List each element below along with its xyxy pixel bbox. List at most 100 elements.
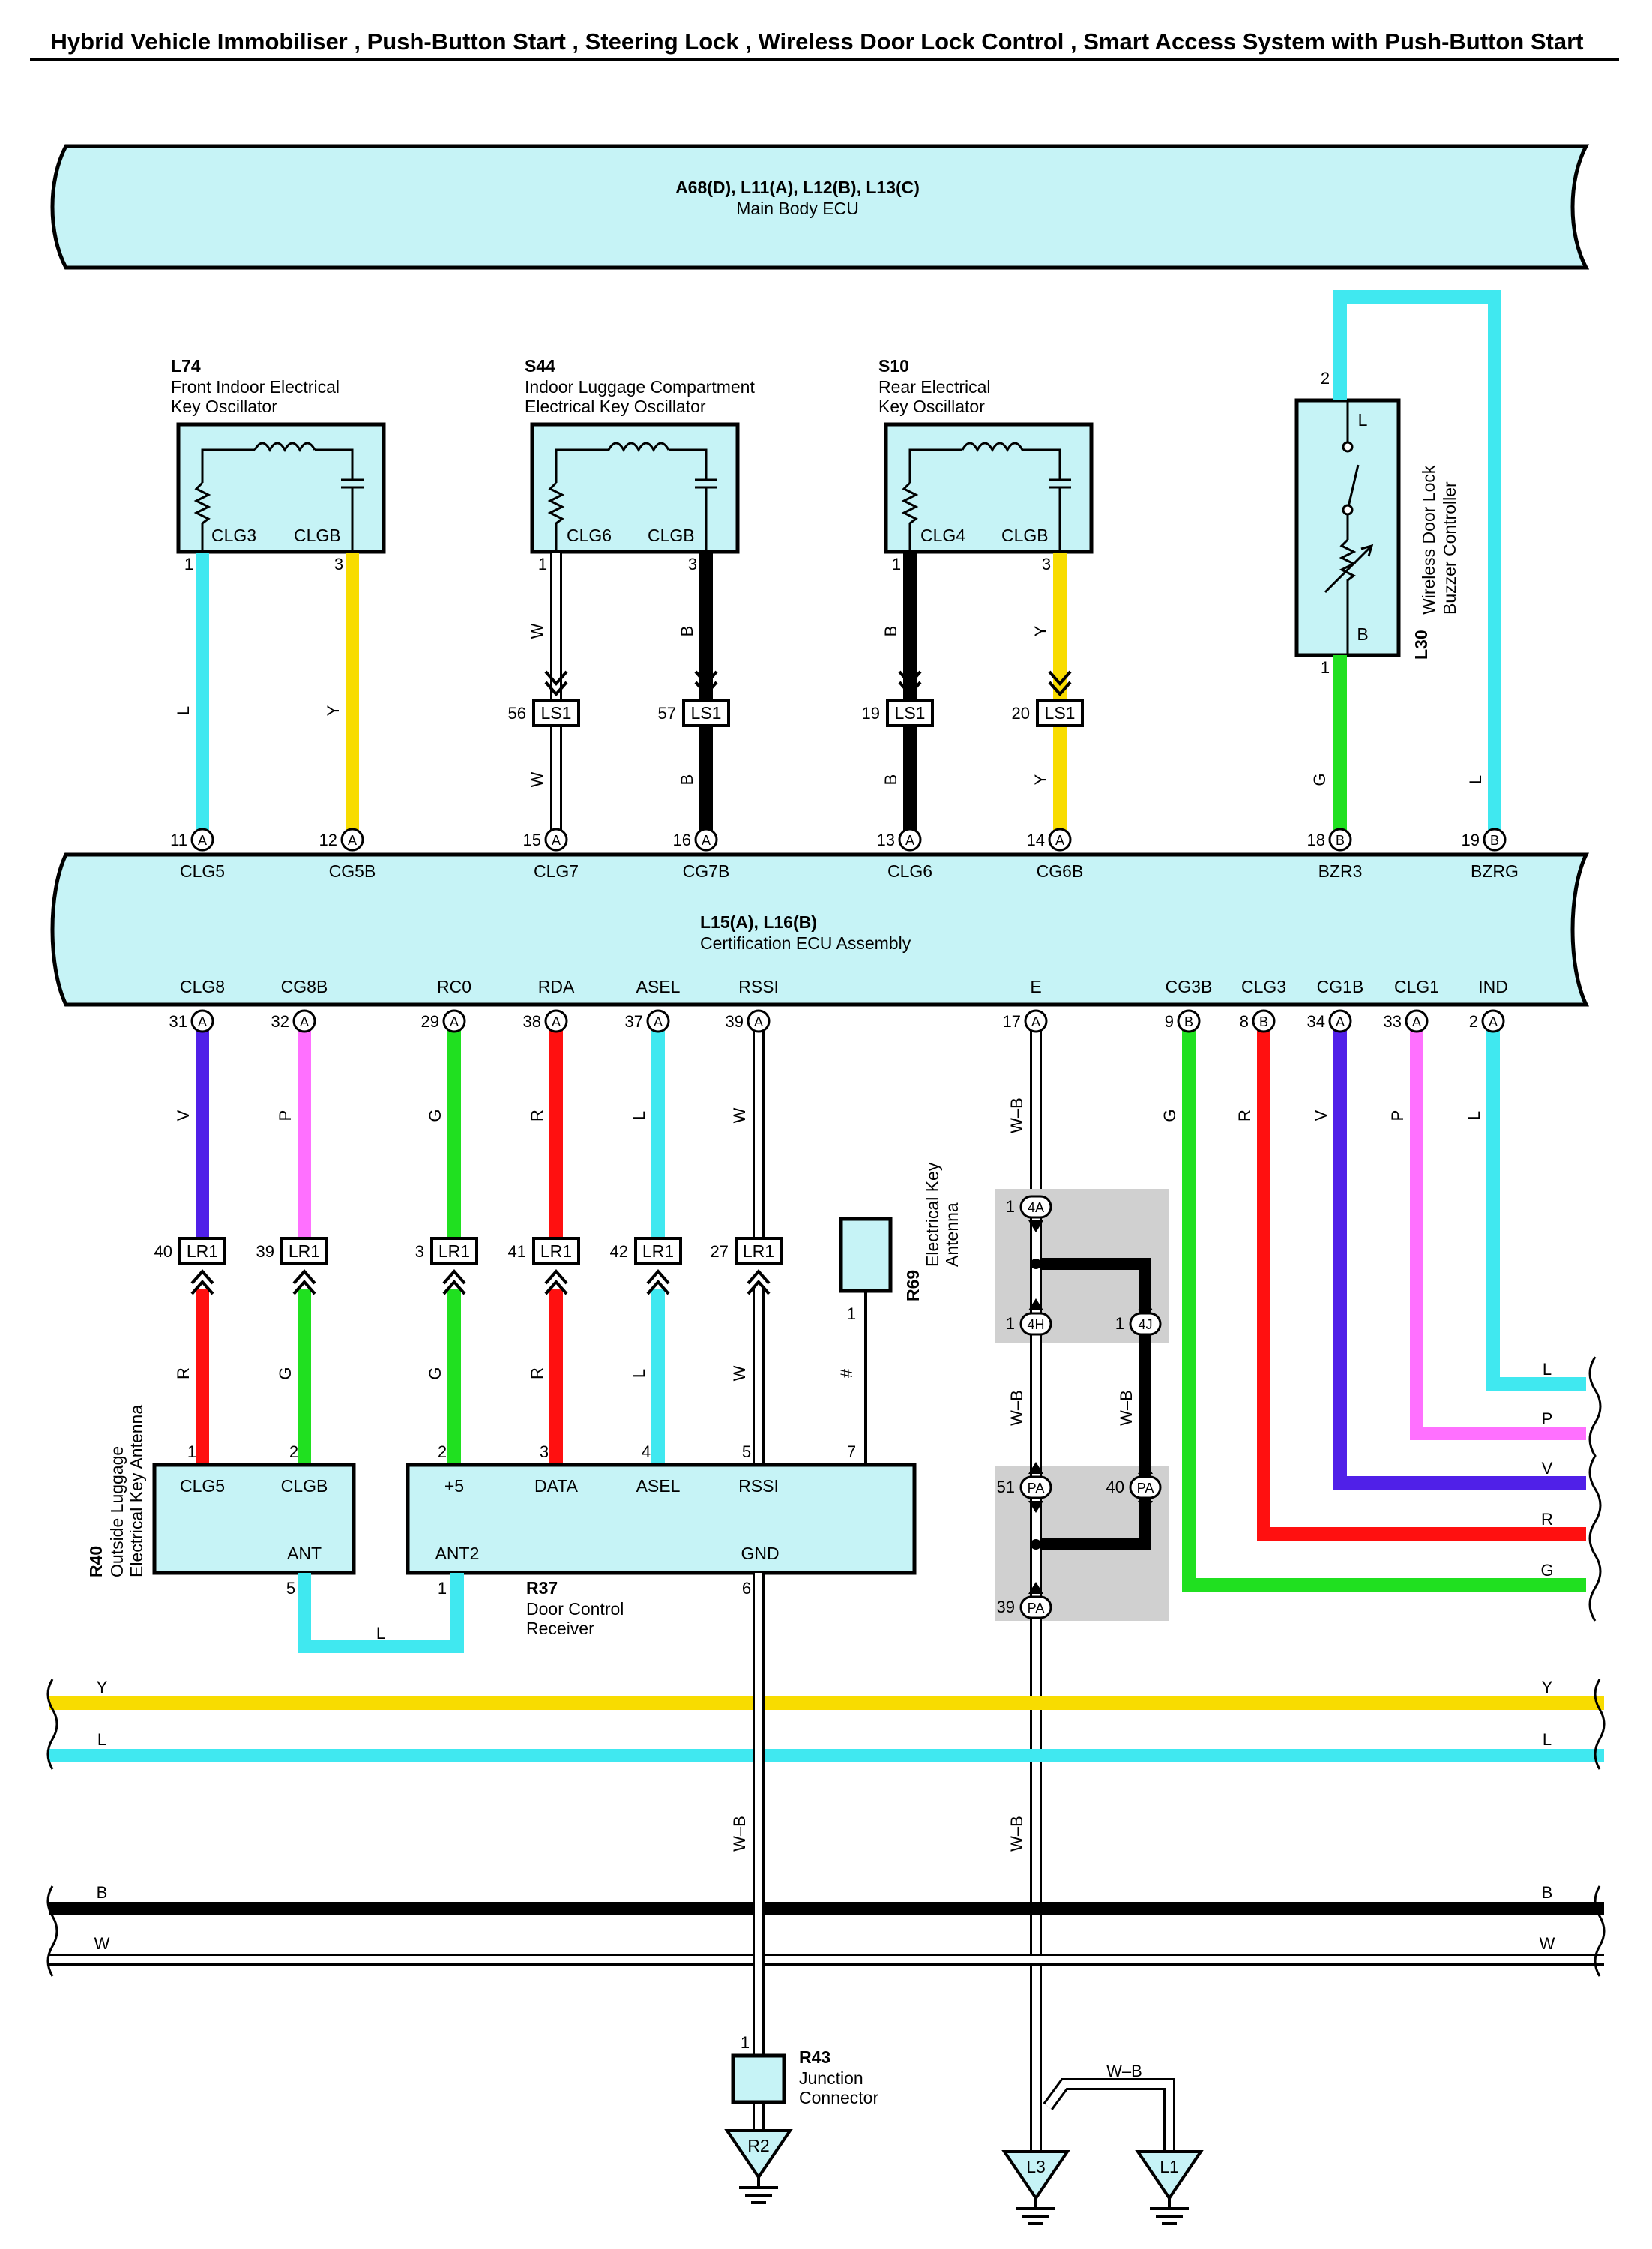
svg-text:4: 4 (642, 1442, 651, 1461)
top-wire-labels: 1 3 1 3 1 3 1 2 L Y W W B B B B Y Y G L … (174, 369, 1485, 787)
svg-text:LR1: LR1 (187, 1241, 218, 1261)
svg-text:5: 5 (286, 1579, 295, 1598)
svg-text:CLG5: CLG5 (180, 1476, 225, 1496)
svg-text:1: 1 (741, 2033, 750, 2052)
svg-text:V: V (1542, 1459, 1553, 1478)
svg-text:Y: Y (1031, 774, 1050, 785)
bus-wires: Y Y L L B B W W (46, 1678, 1606, 1977)
svg-text:14: 14 (1027, 831, 1045, 849)
svg-text:57: 57 (658, 704, 676, 723)
svg-text:38: 38 (523, 1012, 541, 1031)
svg-text:42: 42 (610, 1242, 628, 1261)
svg-text:15: 15 (523, 831, 541, 849)
svg-text:W–B: W–B (1007, 1390, 1026, 1426)
oscillator-internals (193, 442, 1073, 553)
svg-text:2: 2 (289, 1442, 298, 1461)
svg-text:L: L (1465, 1111, 1483, 1120)
svg-text:Junction: Junction (799, 2068, 863, 2088)
svg-text:G: G (1310, 773, 1329, 786)
svg-text:R37: R37 (526, 1578, 558, 1598)
svg-text:G: G (426, 1367, 444, 1379)
svg-text:CLG6: CLG6 (567, 526, 612, 545)
svg-text:B: B (678, 626, 696, 637)
main-body-ecu (50, 144, 1590, 270)
svg-text:6: 6 (742, 1579, 751, 1598)
top-wires (196, 290, 1501, 834)
svg-text:A: A (754, 1014, 763, 1029)
svg-text:32: 32 (271, 1012, 289, 1031)
svg-text:R: R (528, 1367, 546, 1379)
svg-text:B: B (1542, 1883, 1553, 1902)
svg-text:L74: L74 (171, 356, 201, 376)
svg-text:CLG3: CLG3 (1241, 977, 1286, 996)
svg-text:G: G (1540, 1561, 1553, 1580)
svg-text:4A: 4A (1028, 1200, 1044, 1215)
svg-text:L: L (1466, 775, 1485, 784)
svg-text:CLG6: CLG6 (887, 861, 932, 881)
svg-text:A: A (552, 1014, 561, 1029)
svg-text:L: L (630, 1369, 648, 1378)
svg-text:51: 51 (997, 1478, 1015, 1496)
cert-ecu-bottom-terms: CLG8 CG8B RC0 RDA ASEL RSSI E CG3B CLG3 … (180, 977, 1508, 996)
svg-text:B: B (881, 626, 900, 637)
svg-text:B: B (678, 774, 696, 786)
svg-text:RSSI: RSSI (738, 1476, 779, 1496)
right-side-wire-ends: L P V R G (1540, 1356, 1602, 1622)
main-body-ecu-code: A68(D), L11(A), L12(B), L13(C) (675, 178, 920, 197)
svg-text:1: 1 (1321, 658, 1330, 677)
svg-text:B: B (1336, 833, 1345, 848)
svg-text:11: 11 (170, 831, 187, 849)
svg-text:Antenna: Antenna (942, 1202, 962, 1267)
svg-text:Key Oscillator: Key Oscillator (878, 397, 985, 416)
svg-text:L: L (1358, 410, 1368, 430)
svg-text:Y: Y (1542, 1678, 1553, 1696)
svg-text:R43: R43 (799, 2047, 830, 2067)
svg-text:G: G (276, 1367, 295, 1379)
svg-text:W–B: W–B (1007, 1098, 1026, 1133)
svg-text:3: 3 (415, 1242, 424, 1261)
svg-text:1: 1 (1115, 1314, 1124, 1333)
svg-text:31: 31 (169, 1012, 187, 1031)
svg-text:ASEL: ASEL (636, 1476, 681, 1496)
svg-text:1: 1 (847, 1304, 856, 1323)
svg-text:A: A (198, 1014, 207, 1029)
svg-text:B: B (1259, 1014, 1268, 1029)
svg-text:W: W (94, 1934, 110, 1953)
svg-text:B: B (1490, 833, 1499, 848)
svg-text:R2: R2 (747, 2136, 769, 2155)
svg-text:E: E (1030, 977, 1041, 996)
svg-text:B: B (1184, 1014, 1193, 1029)
svg-text:1: 1 (187, 1442, 196, 1461)
door-control-receiver-r37: 2 3 4 5 7 +5 DATA ASEL RSSI ANT2 GND 1 6… (406, 1442, 917, 1638)
svg-text:CLGB: CLGB (281, 1476, 328, 1496)
svg-text:V: V (1312, 1110, 1330, 1121)
svg-text:39: 39 (726, 1012, 744, 1031)
svg-text:Y: Y (1031, 625, 1050, 636)
svg-text:16: 16 (673, 831, 691, 849)
svg-text:L1: L1 (1160, 2157, 1179, 2176)
svg-text:A: A (300, 1014, 309, 1029)
cert-ecu-top-pins: A A A A A A B B 11 12 15 16 13 14 18 19 … (170, 828, 1519, 881)
svg-text:BZRG: BZRG (1471, 861, 1519, 881)
svg-text:Electrical Key: Electrical Key (923, 1162, 942, 1267)
svg-text:L: L (174, 706, 193, 715)
svg-text:A: A (198, 833, 207, 848)
cert-ecu-bottom-wires (196, 1020, 1586, 1592)
svg-text:A: A (450, 1014, 459, 1029)
svg-text:CLG7: CLG7 (534, 861, 579, 881)
antenna-r40: 1 2 CLG5 CLGB ANT 5 R40 Outside Luggage … (86, 1405, 356, 1598)
svg-text:9: 9 (1165, 1012, 1174, 1031)
svg-text:CLGB: CLGB (648, 526, 695, 545)
svg-text:LR1: LR1 (438, 1241, 470, 1261)
svg-text:CLGB: CLGB (294, 526, 341, 545)
svg-text:S44: S44 (525, 356, 555, 376)
svg-text:P: P (276, 1110, 295, 1122)
svg-text:G: G (1160, 1109, 1179, 1122)
svg-text:GND: GND (741, 1544, 779, 1563)
svg-text:V: V (174, 1110, 193, 1121)
svg-text:2: 2 (1321, 369, 1330, 388)
svg-text:ASEL: ASEL (636, 977, 681, 996)
svg-text:CG5B: CG5B (329, 861, 376, 881)
svg-text:A: A (1031, 1014, 1040, 1029)
svg-text:IND: IND (1478, 977, 1508, 996)
